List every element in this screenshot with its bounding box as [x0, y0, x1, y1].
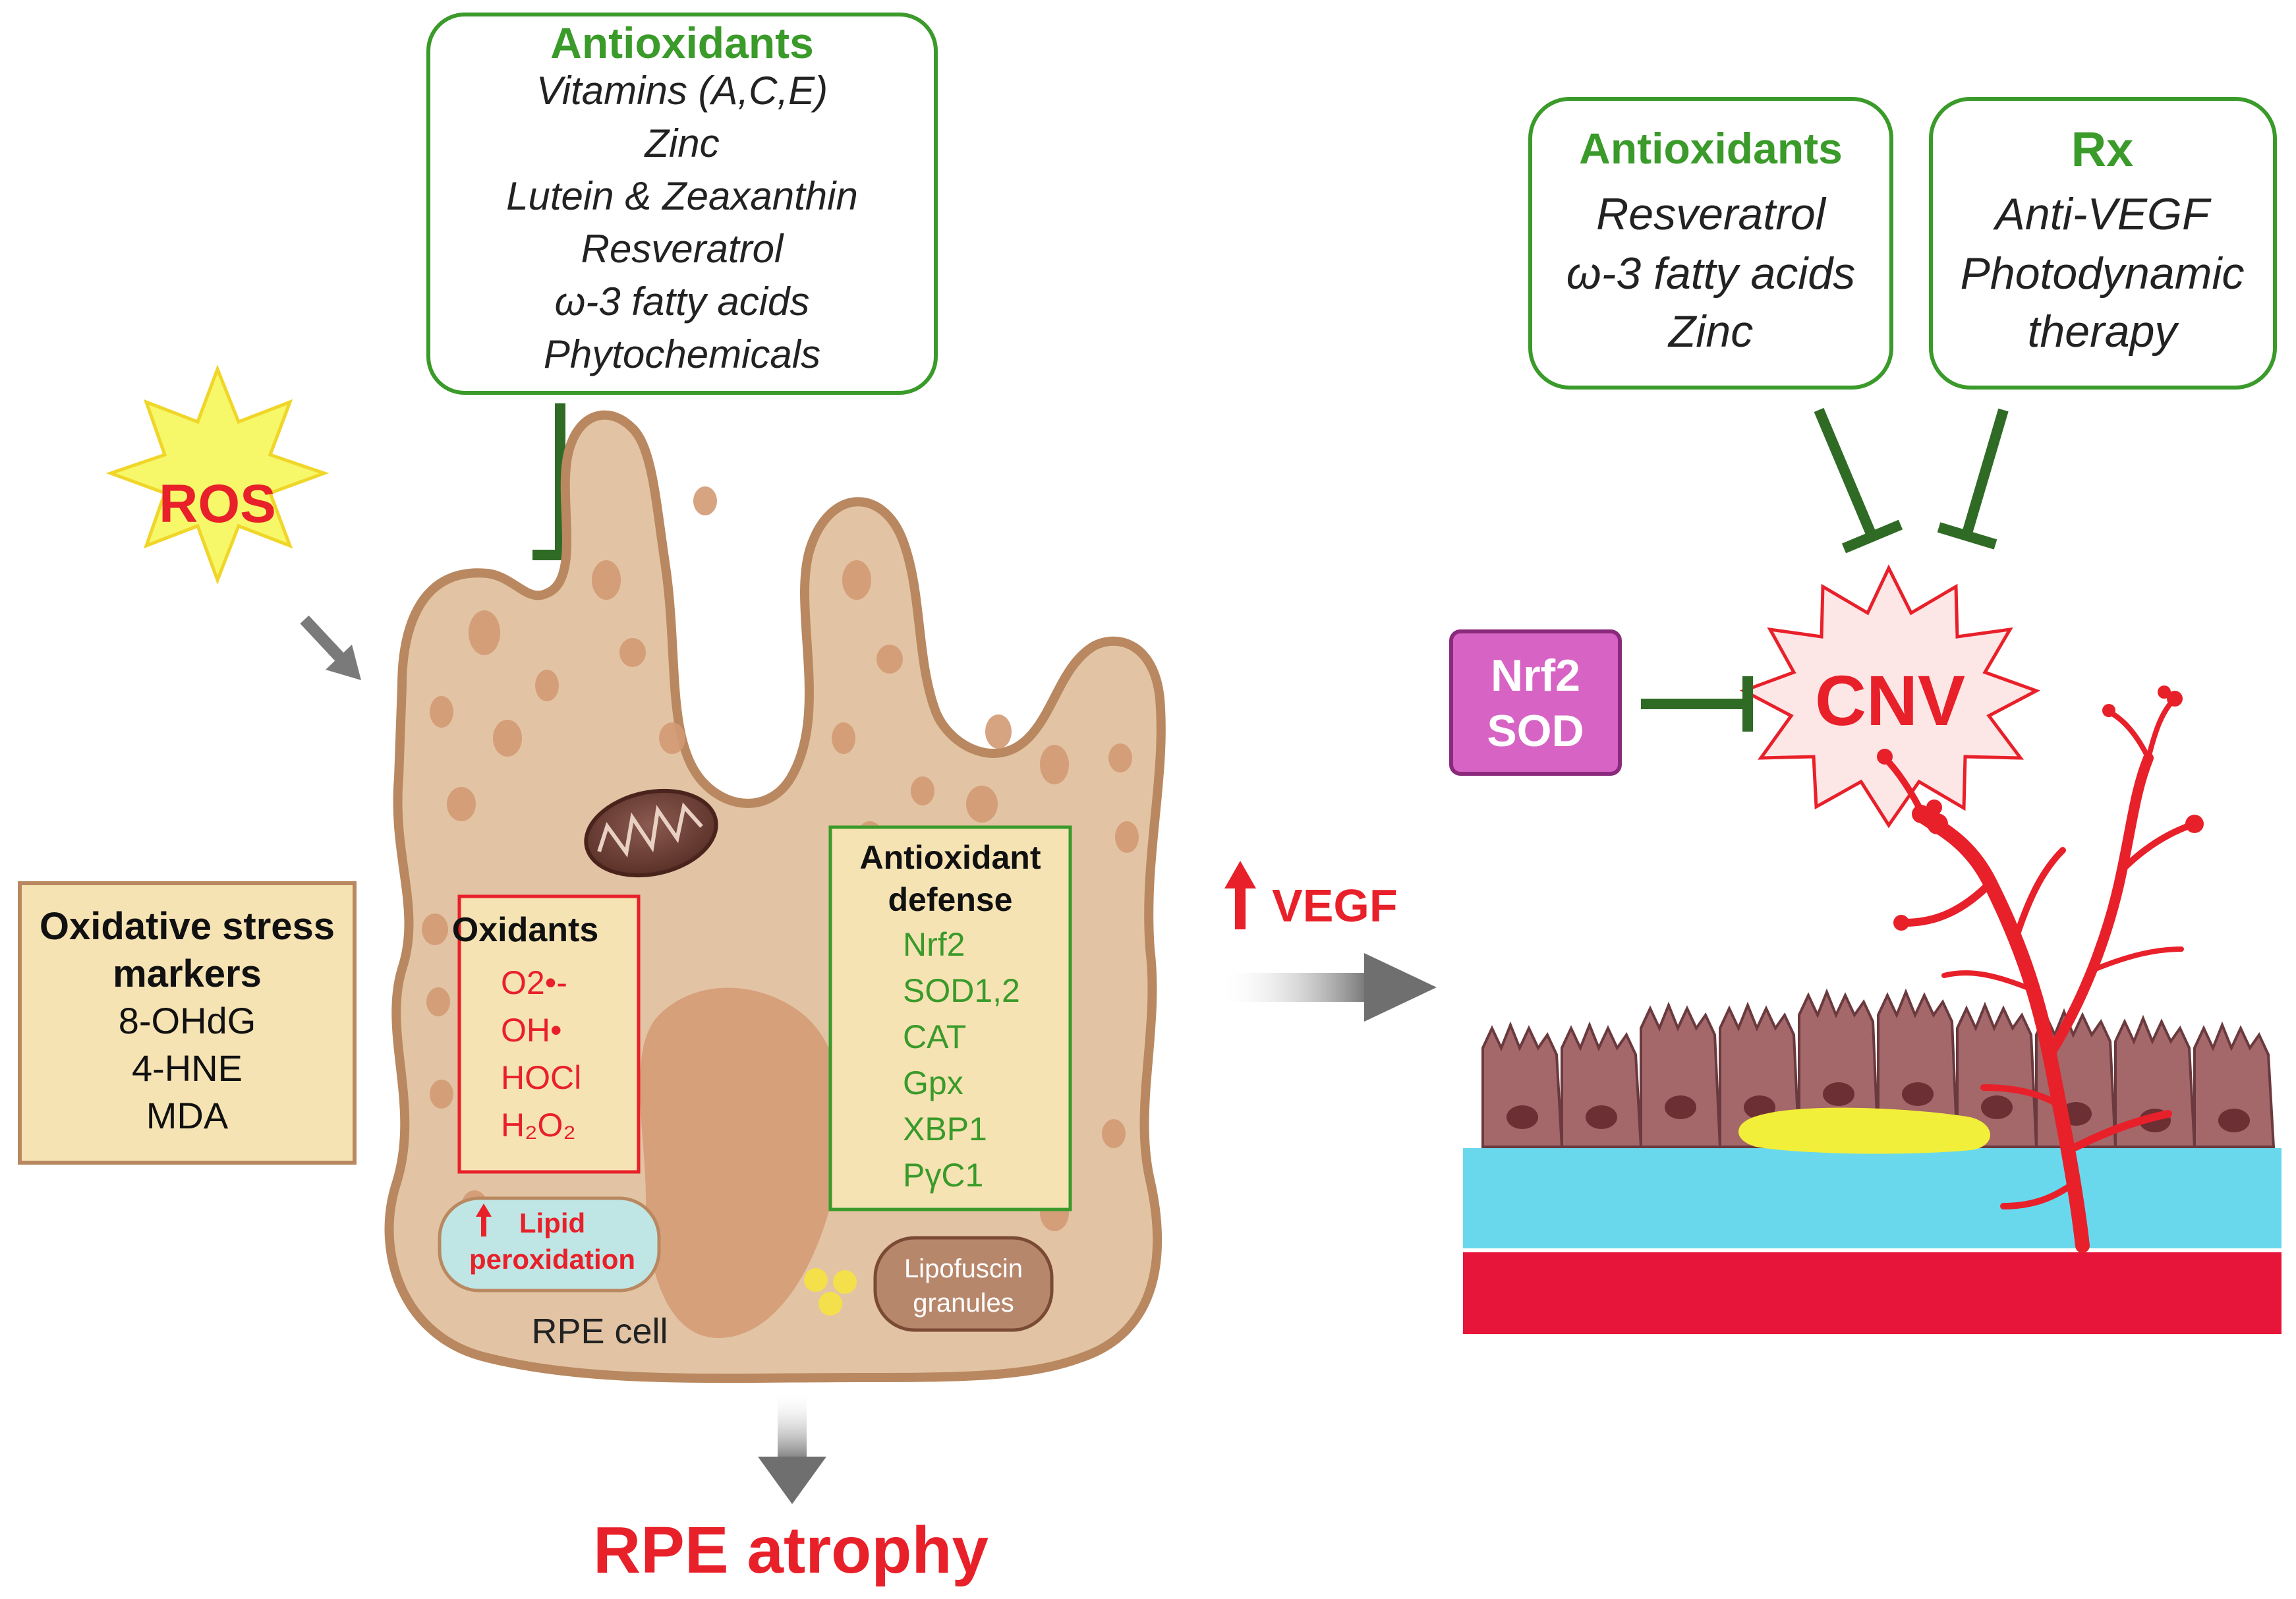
antioxidant-defense-box: Antioxidant defense Nrf2 SOD1,2 CAT Gpx …: [828, 825, 1072, 1211]
oxidants-box: Oxidants O2•- OH• HOCl H₂O₂: [452, 894, 641, 1174]
antioxidants-top-item: Lutein & Zeaxanthin: [506, 174, 858, 218]
inhibition-arrow-rx: [1937, 408, 2009, 550]
inhibition-arrow-nrf2: [1641, 676, 1753, 732]
rx-item: Anti-VEGF: [1993, 189, 2212, 239]
oxidant-item: HOCl: [501, 1059, 581, 1096]
lipofuscin-label: granules: [913, 1289, 1014, 1318]
rpe-atrophy-label: RPE atrophy: [593, 1513, 989, 1587]
ros-arrow: [300, 615, 361, 680]
rpe-cell-label: RPE cell: [531, 1312, 668, 1351]
up-arrow-icon: [476, 1204, 492, 1236]
vegf-label: VEGF: [1272, 880, 1398, 931]
lipid-droplets: [804, 1268, 857, 1318]
inhibition-arrow-antioxidants: [1814, 407, 1903, 554]
oxidant-item: O2•-: [501, 964, 567, 1001]
nrf2-sod-box: Nrf2 SOD: [1449, 629, 1622, 776]
antioxidants-top-item: Vitamins (A,C,E): [536, 69, 828, 113]
defense-item: XBP1: [903, 1111, 987, 1148]
red-layer: [1463, 1252, 2282, 1334]
lipid-peroxidation-label: peroxidation: [469, 1244, 635, 1275]
ros-burst: ROS: [105, 364, 330, 585]
antioxidants-right-item: ω-3 fatty acids: [1566, 248, 1855, 299]
cnv-label: CNV: [1815, 660, 1965, 740]
marker-item: 4-HNE: [132, 1047, 243, 1089]
antioxidants-top-item: Phytochemicals: [544, 332, 820, 376]
sod-label: SOD: [1487, 706, 1584, 756]
vegf-arrow: [1219, 953, 1437, 1022]
defense-item: Gpx: [903, 1064, 963, 1101]
cnv-blood-vessels: [1881, 696, 2198, 1253]
oxidant-item: OH•: [501, 1012, 562, 1049]
vegf-indicator: VEGF: [1224, 861, 1398, 931]
nrf2-label: Nrf2: [1491, 651, 1580, 701]
rx-item: therapy: [2028, 306, 2180, 357]
up-arrow-icon: [1224, 861, 1256, 929]
nucleus: [640, 987, 844, 1338]
antioxidants-top-item: Zinc: [643, 121, 719, 165]
defense-item: CAT: [903, 1018, 966, 1055]
rpe-atrophy-arrow: [758, 1391, 826, 1504]
antioxidants-right-title: Antioxidants: [1579, 124, 1843, 173]
lipid-peroxidation-badge: Lipid peroxidation: [438, 1196, 661, 1293]
rpe-cell: Oxidants O2•- OH• HOCl H₂O₂ Antioxidant …: [384, 410, 1166, 1383]
rx-box: Rx Anti-VEGF Photodynamic therapy: [1929, 97, 2277, 390]
antioxidants-top-title: Antioxidants: [550, 18, 814, 67]
defense-item: PγC1: [903, 1157, 983, 1194]
antioxidants-right-box: Antioxidants Resveratrol ω-3 fatty acids…: [1528, 97, 1893, 390]
rx-item: Photodynamic: [1961, 248, 2245, 299]
cnv-burst-icon: [1739, 564, 2041, 829]
antioxidants-top-item: ω-3 fatty acids: [555, 279, 810, 324]
antioxidants-right-item: Zinc: [1667, 306, 1753, 357]
mitochondrion-icon: [584, 788, 718, 878]
oxidative-markers-box: Oxidative stress markers 8-OHdG 4-HNE MD…: [18, 881, 357, 1165]
drusen-deposit: [1738, 1107, 1990, 1154]
oxidative-markers-title: Oxidative stress: [40, 905, 335, 948]
lipofuscin-label: Lipofuscin: [904, 1254, 1023, 1283]
oxidant-item: H₂O₂: [501, 1107, 576, 1144]
ros-label: ROS: [159, 474, 276, 534]
antioxidant-defense-title: Antioxidant: [860, 839, 1041, 876]
lipofuscin-granules-badge: Lipofuscin granules: [873, 1236, 1054, 1332]
marker-item: MDA: [146, 1095, 229, 1136]
cnv-burst: CNV: [1739, 564, 2041, 829]
defense-item: Nrf2: [903, 926, 965, 963]
marker-item: 8-OHdG: [119, 1000, 256, 1041]
antioxidants-top-box: Antioxidants Vitamins (A,C,E) Zinc Lutei…: [426, 13, 938, 395]
rpe-cell-row: [1481, 988, 2276, 1148]
oxidative-markers-title: markers: [113, 952, 262, 995]
cyan-layer: [1463, 1148, 2282, 1248]
antioxidant-defense-title: defense: [888, 881, 1013, 918]
lipid-peroxidation-label: Lipid: [519, 1207, 585, 1238]
defense-item: SOD1,2: [903, 972, 1020, 1009]
antioxidants-top-item: Resveratrol: [581, 227, 784, 271]
rx-title: Rx: [2071, 122, 2134, 177]
vessel-buds: [1877, 685, 2204, 931]
antioxidants-right-item: Resveratrol: [1596, 189, 1827, 239]
ros-star-icon: [105, 364, 330, 585]
oxidants-title: Oxidants: [452, 911, 599, 949]
retina-layers-illustration: [1463, 685, 2282, 1334]
